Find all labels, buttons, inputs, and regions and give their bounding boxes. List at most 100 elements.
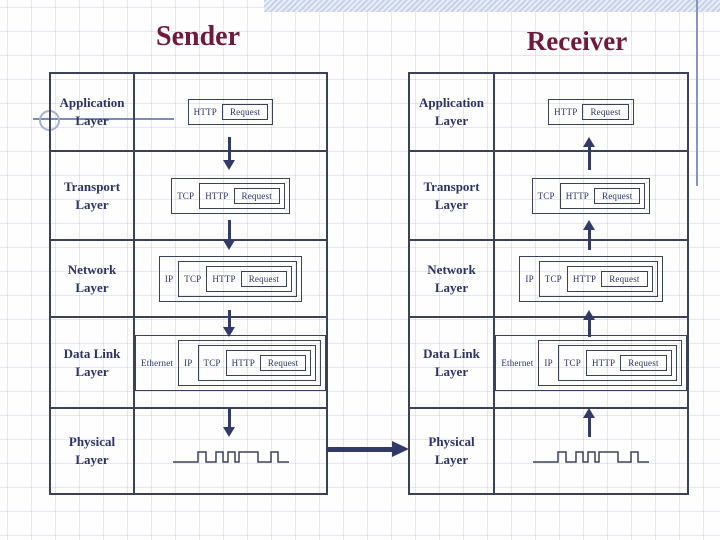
protocol-label-tcp: TCP [544, 273, 562, 284]
protocol-box-http: HTTP Request [548, 99, 634, 125]
protocol-label-tcp: TCP [537, 190, 555, 201]
left-line-decoration [33, 118, 174, 120]
protocol-label-ethernet: Ethernet [141, 357, 174, 368]
protocol-box-http: HTTP Request [187, 99, 274, 125]
receiver-row-application-layer: Application Layer HTTP Request [410, 74, 687, 152]
protocol-box-request: Request [601, 270, 648, 287]
layer-label-transport-layer: Transport Layer [51, 152, 135, 239]
layer-label-network-layer: Network Layer [410, 241, 495, 316]
protocol-box-http: HTTP Request [585, 349, 672, 376]
protocol-box-ip: IP TCP HTTP Request [538, 339, 682, 386]
layer-label-transport-layer: Transport Layer [410, 152, 495, 239]
sender-row-data-link-layer: Data Link Layer Ethernet IP TCP HTTP Request [51, 318, 327, 409]
protocol-label-request: Request [248, 273, 280, 284]
sender-row-application-layer: Application Layer HTTP Request [51, 74, 326, 152]
sender-encapsulation-arrow-1-head-icon [223, 160, 235, 170]
transmission-arrow [326, 447, 394, 452]
protocol-label-ip: IP [525, 273, 534, 284]
protocol-label-ip: IP [164, 273, 174, 284]
receiver-content-physical-layer [495, 409, 687, 493]
protocol-box-ethernet: Ethernet IP TCP HTTP Request [135, 334, 327, 391]
receiver-content-application-layer: HTTP Request [495, 74, 687, 150]
protocol-label-request: Request [602, 190, 633, 201]
receiver-decapsulation-arrow-2 [588, 230, 591, 250]
protocol-label-tcp: TCP [184, 273, 202, 284]
sender-content-transport-layer: TCP HTTP Request [135, 152, 326, 239]
protocol-label-request: Request [241, 190, 272, 201]
protocol-label-ip: IP [184, 357, 193, 368]
layer-label-application-layer: Application Layer [410, 74, 495, 150]
protocol-box-http: HTTP Request [225, 349, 312, 376]
protocol-label-http: HTTP [572, 273, 597, 284]
protocol-box-ip: IP TCP HTTP Request [519, 255, 663, 302]
protocol-box-tcp: TCP HTTP Request [538, 260, 658, 297]
protocol-box-request: Request [240, 270, 288, 287]
protocol-label-http: HTTP [554, 107, 578, 117]
protocol-box-tcp: TCP HTTP Request [171, 177, 290, 214]
layer-label-physical-layer: Physical Layer [410, 409, 495, 493]
receiver-row-transport-layer: Transport Layer TCP HTTP Request [410, 152, 687, 241]
protocol-box-request: Request [582, 104, 629, 120]
protocol-box-request: Request [594, 187, 641, 204]
protocol-label-tcp: TCP [203, 357, 221, 368]
receiver-decapsulation-arrow-3-head-icon [583, 310, 595, 320]
protocol-box-http: HTTP Request [559, 182, 646, 209]
protocol-box-request: Request [259, 354, 307, 371]
protocol-box-request: Request [620, 354, 667, 371]
digital-signal-waveform [533, 451, 649, 463]
protocol-label-tcp: TCP [563, 357, 581, 368]
receiver-decapsulation-arrow-1 [588, 147, 591, 170]
sender-encapsulation-arrow-2 [228, 220, 231, 240]
sender-title: Sender [156, 21, 240, 52]
receiver-row-physical-layer: Physical Layer [410, 409, 687, 493]
layer-label-application-layer: Application Layer [51, 74, 135, 150]
receiver-decapsulation-arrow-2-head-icon [583, 220, 595, 230]
protocol-label-http: HTTP [231, 357, 255, 368]
layer-label-physical-layer: Physical Layer [51, 409, 135, 493]
digital-signal-waveform [172, 451, 289, 463]
sender-encapsulation-arrow-3 [228, 310, 231, 327]
sender-encapsulation-arrow-3-head-icon [223, 327, 235, 337]
protocol-label-request: Request [267, 357, 299, 368]
protocol-label-http: HTTP [193, 107, 217, 117]
protocol-box-tcp: TCP HTTP Request [557, 344, 677, 381]
protocol-box-http: HTTP Request [199, 182, 285, 209]
sender-row-transport-layer: Transport Layer TCP HTTP Request [51, 152, 326, 241]
protocol-label-request: Request [229, 107, 261, 117]
layer-label-data-link-layer: Data Link Layer [51, 318, 135, 407]
layer-label-data-link-layer: Data Link Layer [410, 318, 495, 407]
protocol-label-http: HTTP [591, 357, 616, 368]
protocol-label-ip: IP [544, 357, 553, 368]
right-line-decoration [696, 0, 698, 186]
top-band-decoration [264, 0, 720, 12]
sender-row-physical-layer: Physical Layer [51, 409, 326, 493]
protocol-label-http: HTTP [565, 190, 589, 201]
receiver-decapsulation-arrow-4 [588, 418, 591, 437]
protocol-box-tcp: TCP HTTP Request [197, 344, 317, 381]
receiver-content-transport-layer: TCP HTTP Request [495, 152, 687, 239]
sender-encapsulation-arrow-4 [228, 408, 231, 427]
protocol-box-request: Request [233, 187, 280, 204]
protocol-box-ip: IP TCP HTTP Request [178, 339, 322, 386]
receiver-decapsulation-arrow-1-head-icon [583, 137, 595, 147]
receiver-decapsulation-arrow-3 [588, 320, 591, 337]
sender-encapsulation-arrow-4-head-icon [223, 427, 235, 437]
protocol-box-tcp: TCP HTTP Request [531, 177, 651, 214]
protocol-label-request: Request [628, 357, 659, 368]
protocol-box-http: HTTP Request [566, 265, 653, 292]
protocol-label-tcp: TCP [177, 190, 195, 201]
protocol-label-http: HTTP [205, 190, 229, 201]
sender-content-physical-layer [135, 409, 326, 493]
protocol-label-request: Request [609, 273, 640, 284]
receiver-content-network-layer: IP TCP HTTP Request [495, 241, 687, 316]
sender-encapsulation-arrow-2-head-icon [223, 240, 235, 250]
